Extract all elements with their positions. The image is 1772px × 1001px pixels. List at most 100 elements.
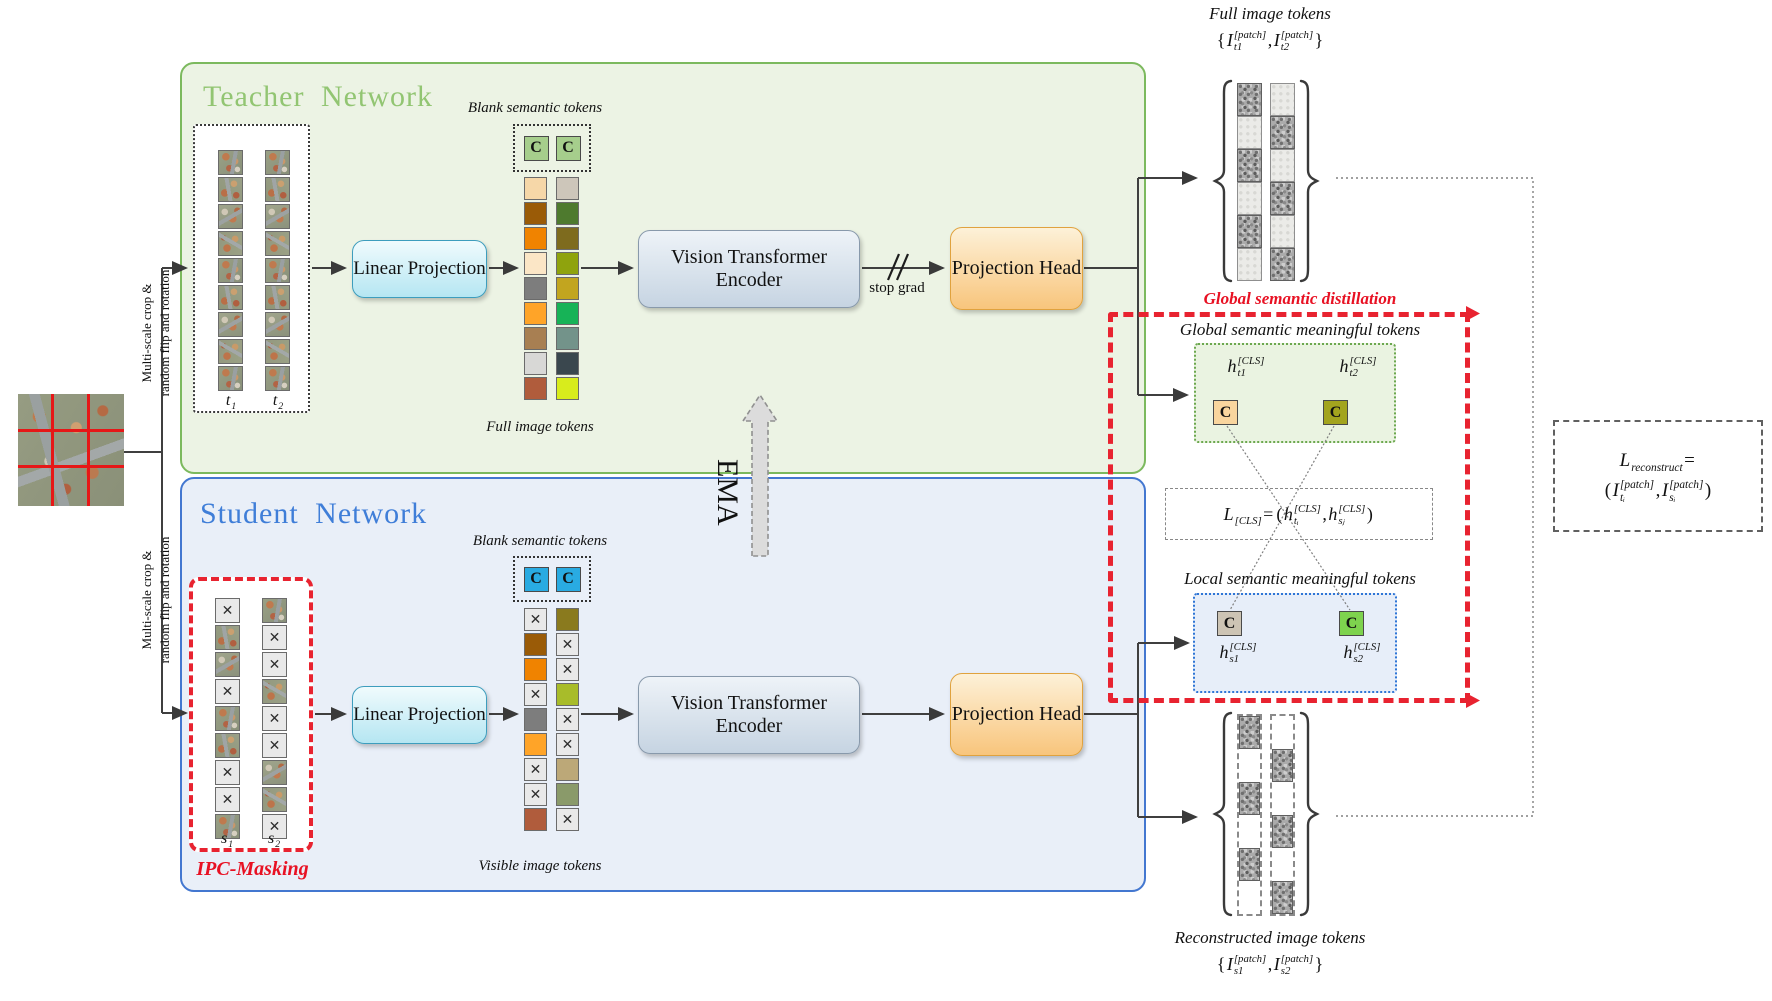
- local-cls-s2: C: [1339, 611, 1364, 636]
- h-t1-label: h[CLS]t1: [1206, 354, 1286, 379]
- teacher-cls-token-1: C: [523, 135, 549, 161]
- token-cell: [524, 227, 547, 250]
- math-token: h[CLS]tᵢ: [1283, 502, 1321, 527]
- noise-token-cell: [1237, 83, 1262, 116]
- teacher-crop-column-1: [218, 150, 243, 393]
- h-s1-label: h[CLS]s1: [1198, 640, 1278, 665]
- math-token: (: [1604, 479, 1612, 501]
- math-token: L reconstruct: [1619, 450, 1683, 475]
- noise-token-cell: [1272, 749, 1293, 782]
- teacher-network-title: Teacher Network: [203, 80, 433, 113]
- reconstructed-tokens-column-2: [1270, 714, 1295, 916]
- empty-token-cell: [1239, 749, 1260, 782]
- math-token: I[patch]t1: [1226, 29, 1267, 54]
- math-token: ,: [1267, 953, 1273, 974]
- teacher-projection-head: Projection Head: [950, 227, 1083, 310]
- aerial-patch: [218, 285, 243, 310]
- aerial-patch: [262, 679, 287, 704]
- reconstructed-tokens-title: Reconstructed image tokens: [1174, 928, 1366, 947]
- token-cell: [524, 327, 547, 350]
- local-tokens-title: Local semantic meaningful tokens: [1184, 569, 1416, 588]
- light-token-cell: [1270, 215, 1295, 248]
- noise-token-cell: [1239, 716, 1260, 749]
- grid-line: [51, 394, 54, 506]
- token-cell: [524, 733, 547, 756]
- mask-x-icon: ✕: [556, 708, 579, 731]
- global-distillation-banner: Global semantic distillation: [1203, 289, 1397, 308]
- token-cell: [556, 783, 579, 806]
- aerial-patch: [218, 366, 243, 391]
- mask-x-icon: ✕: [262, 733, 287, 758]
- augmentation-label-student: Multi-scale crop & random flip and rotat…: [138, 505, 174, 695]
- crop-label-t1: t 1: [211, 390, 251, 412]
- token-cell: [524, 708, 547, 731]
- empty-token-cell: [1272, 848, 1293, 881]
- h-s2-label: h[CLS]s2: [1322, 640, 1402, 665]
- reconstructed-tokens-formula: {I[patch]s1,I[patch]s2}: [1178, 952, 1362, 978]
- mask-x-icon: ✕: [215, 760, 240, 785]
- math-token: s 1: [220, 829, 234, 850]
- token-cell: [556, 758, 579, 781]
- student-visible-tokens-label: Visible image tokens: [478, 858, 602, 874]
- teacher-token-column-1: [524, 177, 547, 402]
- noise-token-cell: [1272, 881, 1293, 914]
- math-token: h[CLS]t2: [1339, 355, 1377, 380]
- mask-x-icon: ✕: [524, 758, 547, 781]
- augmentation-label-teacher: Multi-scale crop & random flip and rotat…: [138, 238, 174, 428]
- brace-icon: [1212, 711, 1233, 917]
- token-cell: [556, 277, 579, 300]
- light-token-cell: [1270, 149, 1295, 182]
- aerial-patch: [218, 231, 243, 256]
- light-token-cell: [1237, 182, 1262, 215]
- math-token: I[patch]tᵢ: [1612, 479, 1655, 504]
- aerial-patch: [215, 706, 240, 731]
- math-token: {: [1216, 953, 1226, 974]
- aug-line2: random flip and rotation: [156, 269, 172, 397]
- math-token: L [CLS]: [1223, 503, 1262, 528]
- aerial-patch: [265, 204, 290, 229]
- student-network-title: Student Network: [200, 497, 428, 530]
- aerial-patch: [215, 625, 240, 650]
- mask-x-icon: ✕: [556, 658, 579, 681]
- aerial-patch: [218, 258, 243, 283]
- teacher-crop-column-2: [265, 150, 290, 393]
- math-token: I[patch]s2: [1273, 953, 1314, 978]
- aerial-patch: [265, 339, 290, 364]
- global-tokens-title: Global semantic meaningful tokens: [1179, 320, 1421, 339]
- math-token: ,: [1322, 503, 1327, 524]
- empty-token-cell: [1239, 881, 1260, 914]
- global-cls-t2: C: [1323, 400, 1348, 425]
- aerial-patch: [265, 231, 290, 256]
- token-cell: [556, 327, 579, 350]
- teacher-crops-box: [193, 124, 310, 413]
- aerial-patch: [262, 760, 287, 785]
- math-token: =: [1263, 503, 1274, 524]
- noise-token-cell: [1270, 248, 1295, 281]
- math-token: ,: [1267, 29, 1273, 50]
- math-token: ,: [1655, 479, 1661, 501]
- aerial-patch: [262, 598, 287, 623]
- teacher-token-column-2: [556, 177, 579, 402]
- token-cell: [524, 252, 547, 275]
- token-cell: [524, 202, 547, 225]
- reconstruction-loss-line2: (I[patch]tᵢ,I[patch]sᵢ): [1603, 478, 1712, 504]
- global-distillation-box: [1108, 312, 1470, 703]
- student-projection-head: Projection Head: [950, 673, 1083, 756]
- aerial-patch: [265, 312, 290, 337]
- aerial-patch: [215, 652, 240, 677]
- noise-token-cell: [1239, 848, 1260, 881]
- aerial-patch: [218, 150, 243, 175]
- grid-line: [87, 394, 90, 506]
- math-token: }: [1314, 953, 1324, 974]
- mask-x-icon: ✕: [215, 679, 240, 704]
- mask-x-icon: ✕: [524, 608, 547, 631]
- stop-grad-label: stop grad: [869, 280, 925, 296]
- grid-line: [18, 429, 124, 432]
- student-crop-column-2: ✕✕✕✕✕: [262, 598, 287, 841]
- mask-x-icon: ✕: [556, 633, 579, 656]
- mask-x-icon: ✕: [262, 706, 287, 731]
- student-crop-column-1: ✕✕✕✕: [215, 598, 240, 841]
- mask-x-icon: ✕: [556, 733, 579, 756]
- crop-label-s2: s 2: [254, 828, 294, 850]
